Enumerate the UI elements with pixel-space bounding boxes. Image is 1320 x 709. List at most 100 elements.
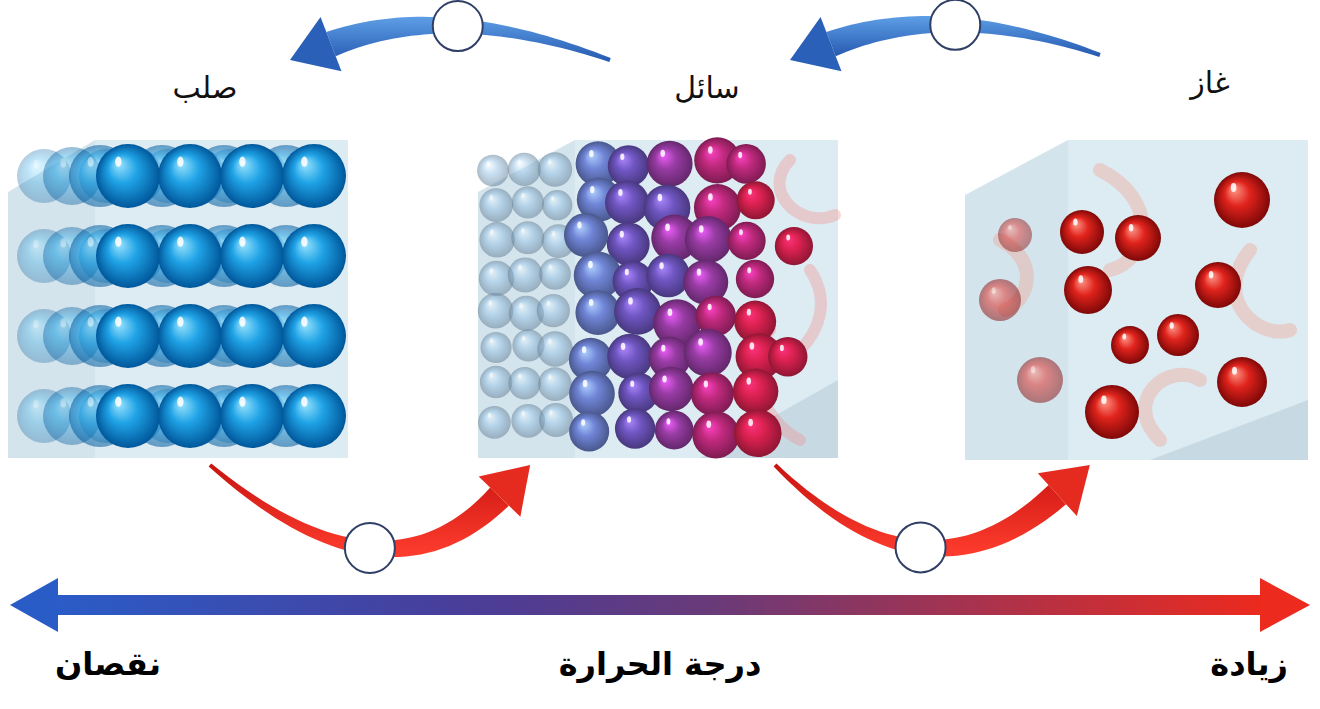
state-box: صلب [5,60,350,465]
particle-highlight [301,156,307,166]
particle [538,367,572,401]
particle [736,260,774,298]
particle-highlight [577,222,581,229]
particle-highlight [518,159,521,164]
particle-highlight [658,194,663,201]
particle [647,141,693,187]
particle-highlight [115,396,121,406]
particle-highlight [88,157,94,167]
particle-highlight [661,345,665,352]
arrow-head [790,17,842,71]
transition-arrow [290,1,611,71]
particle-highlight [747,309,751,316]
particle [728,222,766,260]
gas-cube [965,140,1308,460]
arrow-head [479,465,530,517]
particle-highlight [1122,333,1126,339]
particle [508,258,543,293]
particle [1017,357,1063,403]
particle-highlight [521,410,524,415]
particle-highlight [60,238,66,247]
particle [480,332,511,363]
particle-highlight [518,264,522,270]
particle [768,337,807,376]
particle [1157,314,1199,356]
particle-highlight [521,228,524,233]
particle-highlight [992,287,996,294]
particle [539,258,571,290]
particle-highlight [549,410,552,415]
particle [1214,172,1270,228]
particle [542,190,572,220]
particle [649,367,694,412]
particle-highlight [239,156,245,166]
particle [1217,357,1267,407]
particle-highlight [708,304,712,310]
particle [478,406,511,439]
particle-highlight [786,234,790,240]
particle-highlight [548,159,551,165]
particle-highlight [115,156,121,166]
particle-highlight [582,346,586,353]
particle [220,224,284,288]
axis-label: درجة الحرارة [559,645,762,683]
particle-highlight [628,297,633,304]
particle [538,152,573,187]
cube-side [965,140,1068,460]
particle [564,213,608,257]
particle [998,218,1032,252]
particle [537,331,573,367]
particle-highlight [738,152,742,158]
transition-arrow [209,463,530,572]
particle-highlight [522,336,525,341]
cube-face [95,140,348,458]
particle-highlight [748,189,752,195]
particle [775,227,813,265]
particle [575,290,620,335]
particle-highlight [590,186,594,193]
particle [479,222,515,258]
particle [1064,266,1112,314]
particle-highlight [589,299,593,306]
particle-highlight [33,320,38,329]
particle [605,181,649,225]
particle-highlight [239,396,245,406]
transition-arrow [790,0,1101,71]
particle-highlight [301,316,307,326]
particle-highlight [488,412,491,417]
motion-trail [1235,250,1290,332]
particle [1111,326,1149,364]
arrow-head [10,578,58,632]
arrow-head [290,17,342,71]
state-label: سائل [674,70,739,106]
particle-highlight [488,300,492,306]
particle-highlight [177,396,183,406]
particle [537,294,570,327]
particle-highlight [627,416,631,422]
particle-highlight [177,156,183,166]
state-box: سائل [475,60,840,465]
particle [646,254,690,298]
particle [158,304,222,368]
state-label: صلب [173,70,238,106]
particle-highlight [704,381,708,388]
particle [685,216,732,263]
particle-highlight [620,153,624,160]
blank-circle [896,522,946,572]
temperature-bar [50,595,1262,615]
particle [979,279,1021,321]
particle-highlight [1232,367,1237,375]
particle [733,369,779,415]
particle-highlight [698,338,703,346]
particle-highlight [747,267,751,273]
particle [692,411,739,458]
particle-highlight [1101,396,1106,405]
particle [539,403,573,437]
particle [478,293,514,329]
particle [726,144,766,184]
solid-cube [8,140,348,458]
particle-highlight [581,419,585,425]
particle [96,384,160,448]
particle-highlight [521,193,524,198]
particle-highlight [548,374,551,379]
